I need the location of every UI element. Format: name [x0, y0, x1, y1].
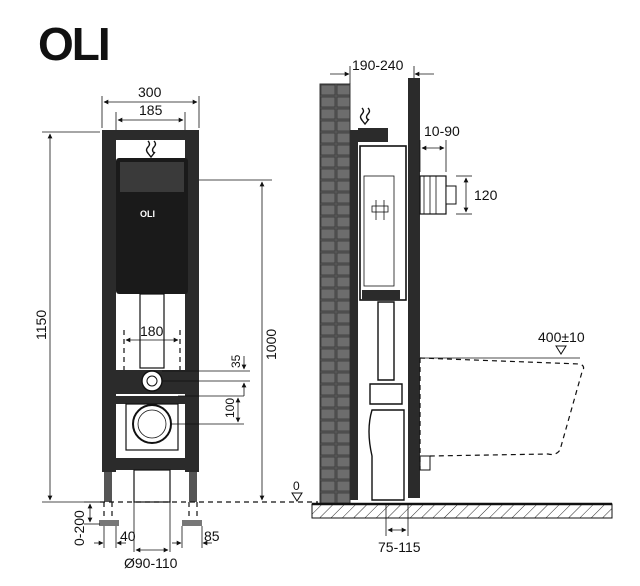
dim-bowl-height: 400±10	[538, 329, 585, 345]
dim-height-total: 1150	[33, 310, 49, 340]
water-inlet-icon	[145, 140, 157, 154]
leg-foot-left	[99, 520, 119, 526]
dim-height-outlet: 1000	[263, 329, 279, 360]
dim-button-depth: 10-90	[424, 123, 460, 139]
flush-pipe	[139, 293, 165, 369]
dim-flush-pipe-width: 180	[140, 323, 164, 339]
frame-left-post	[102, 132, 116, 472]
cistern-label: OLI	[140, 209, 155, 219]
logo-text: OLI	[38, 18, 109, 70]
wall-hung-toilet-outline	[419, 357, 585, 457]
front-panel	[408, 78, 420, 498]
brick-wall	[319, 83, 351, 505]
frame-right-post	[185, 132, 199, 472]
dim-drain-offset: 100	[223, 398, 237, 418]
side-view: 190-240 10-90 120 400±10 75-115	[311, 57, 613, 555]
dim-leg-right: 85	[204, 528, 220, 544]
brand-logo: OLI	[38, 18, 111, 70]
side-flush-pipe	[377, 301, 395, 381]
dim-floor-level: 0	[293, 479, 300, 493]
drain-lower-pipe	[133, 469, 171, 503]
dim-drain-diameter: Ø90-110	[124, 555, 178, 571]
dim-width-total: 300	[138, 84, 162, 100]
dim-bottom-offset: 75-115	[378, 539, 421, 555]
frame-bottom-bar	[112, 458, 192, 470]
frame-top-bar	[102, 130, 199, 140]
frame-right-leg	[189, 472, 197, 502]
frame-left-leg	[104, 472, 112, 502]
drain-pipe	[132, 404, 172, 444]
leg-foot-right	[182, 520, 202, 526]
floor-slab	[311, 503, 613, 519]
side-inlet	[358, 128, 388, 142]
frame-cross-bar	[112, 396, 192, 404]
side-water-inlet-icon	[359, 107, 371, 121]
frame-side-post	[350, 130, 358, 500]
dim-leg-adjust: 0-200	[71, 510, 87, 546]
side-drain-pipe	[368, 409, 405, 501]
dim-depth: 190-240	[352, 57, 404, 73]
dim-leg-left: 40	[120, 528, 136, 544]
floor-level-marker	[291, 492, 303, 502]
flush-outlet	[141, 370, 163, 392]
dim-stud-spacing: 120	[474, 187, 498, 203]
cistern-side	[359, 145, 407, 301]
dim-width-inner: 185	[139, 102, 163, 118]
cistern-top-panel	[120, 162, 184, 192]
front-view: OLI 0 300 185 1150	[33, 84, 318, 571]
dim-flush-outlet-offset: 35	[229, 354, 243, 368]
